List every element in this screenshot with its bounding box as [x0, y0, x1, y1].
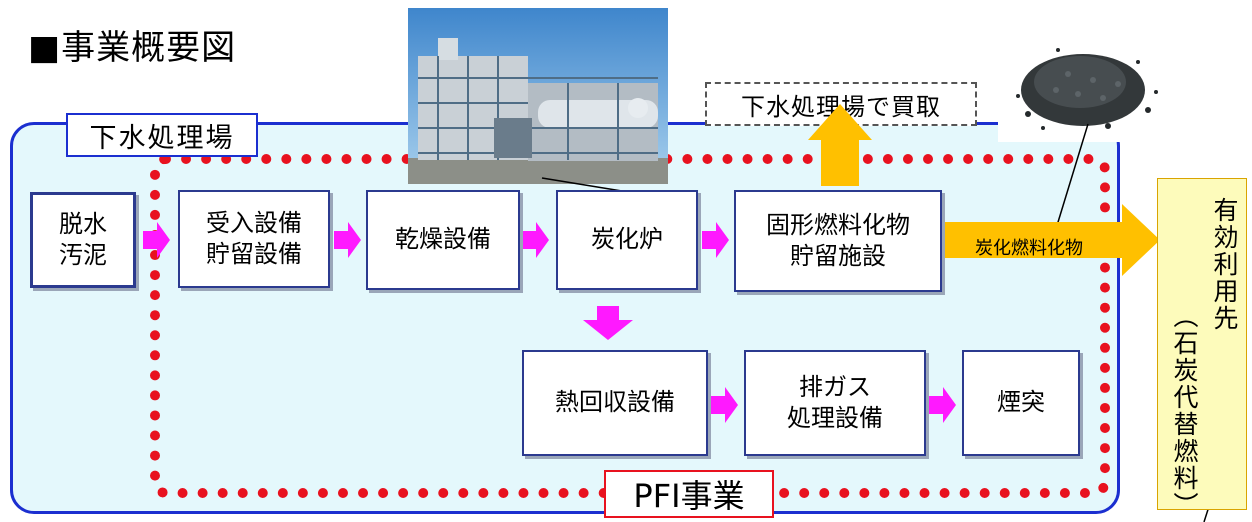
- plant-photo: [408, 8, 668, 184]
- arrow-carbonizer-to-storage: [702, 222, 729, 258]
- page-title: ■事業概要図: [28, 28, 237, 68]
- arrow-heat-to-exhaust: [711, 387, 738, 423]
- box-exhaust-gas-treatment: 排ガス 処理設備: [744, 350, 926, 456]
- arrow-fuel-to-destination: [944, 204, 1160, 276]
- arrow-exhaust-to-chimney: [929, 387, 956, 423]
- box-carbonization-furnace: 炭化炉: [556, 190, 698, 290]
- destination-sub-label: （石炭代替燃料）: [1170, 303, 1199, 519]
- box-receiving-storage: 受入設備 貯留設備: [178, 190, 330, 288]
- box-heat-recovery: 熱回収設備: [522, 350, 708, 456]
- arrow-receiving-to-drying: [334, 222, 361, 258]
- arrow-sludge-to-receiving: [143, 222, 170, 258]
- fuel-arrow-label: 炭化燃料化物: [975, 238, 1083, 259]
- arrow-carbonizer-to-heat-recovery: [583, 306, 633, 340]
- box-drying-equipment: 乾燥設備: [366, 190, 520, 290]
- box-solid-fuel-storage: 固形燃料化物 貯留施設: [734, 190, 942, 292]
- box-chimney: 煙突: [962, 350, 1080, 456]
- fuel-pellets-photo: [998, 22, 1168, 142]
- arrow-drying-to-carbonizer: [522, 222, 549, 258]
- destination-box: 有効利用先 （石炭代替燃料）: [1157, 178, 1247, 519]
- arrow-storage-to-buyback: [808, 104, 872, 186]
- sewage-plant-label: 下水処理場: [66, 113, 258, 157]
- box-dewatered-sludge: 脱水 汚泥: [30, 192, 136, 288]
- pfi-project-label: PFI事業: [604, 470, 774, 518]
- destination-main-label: 有効利用先: [1210, 197, 1239, 332]
